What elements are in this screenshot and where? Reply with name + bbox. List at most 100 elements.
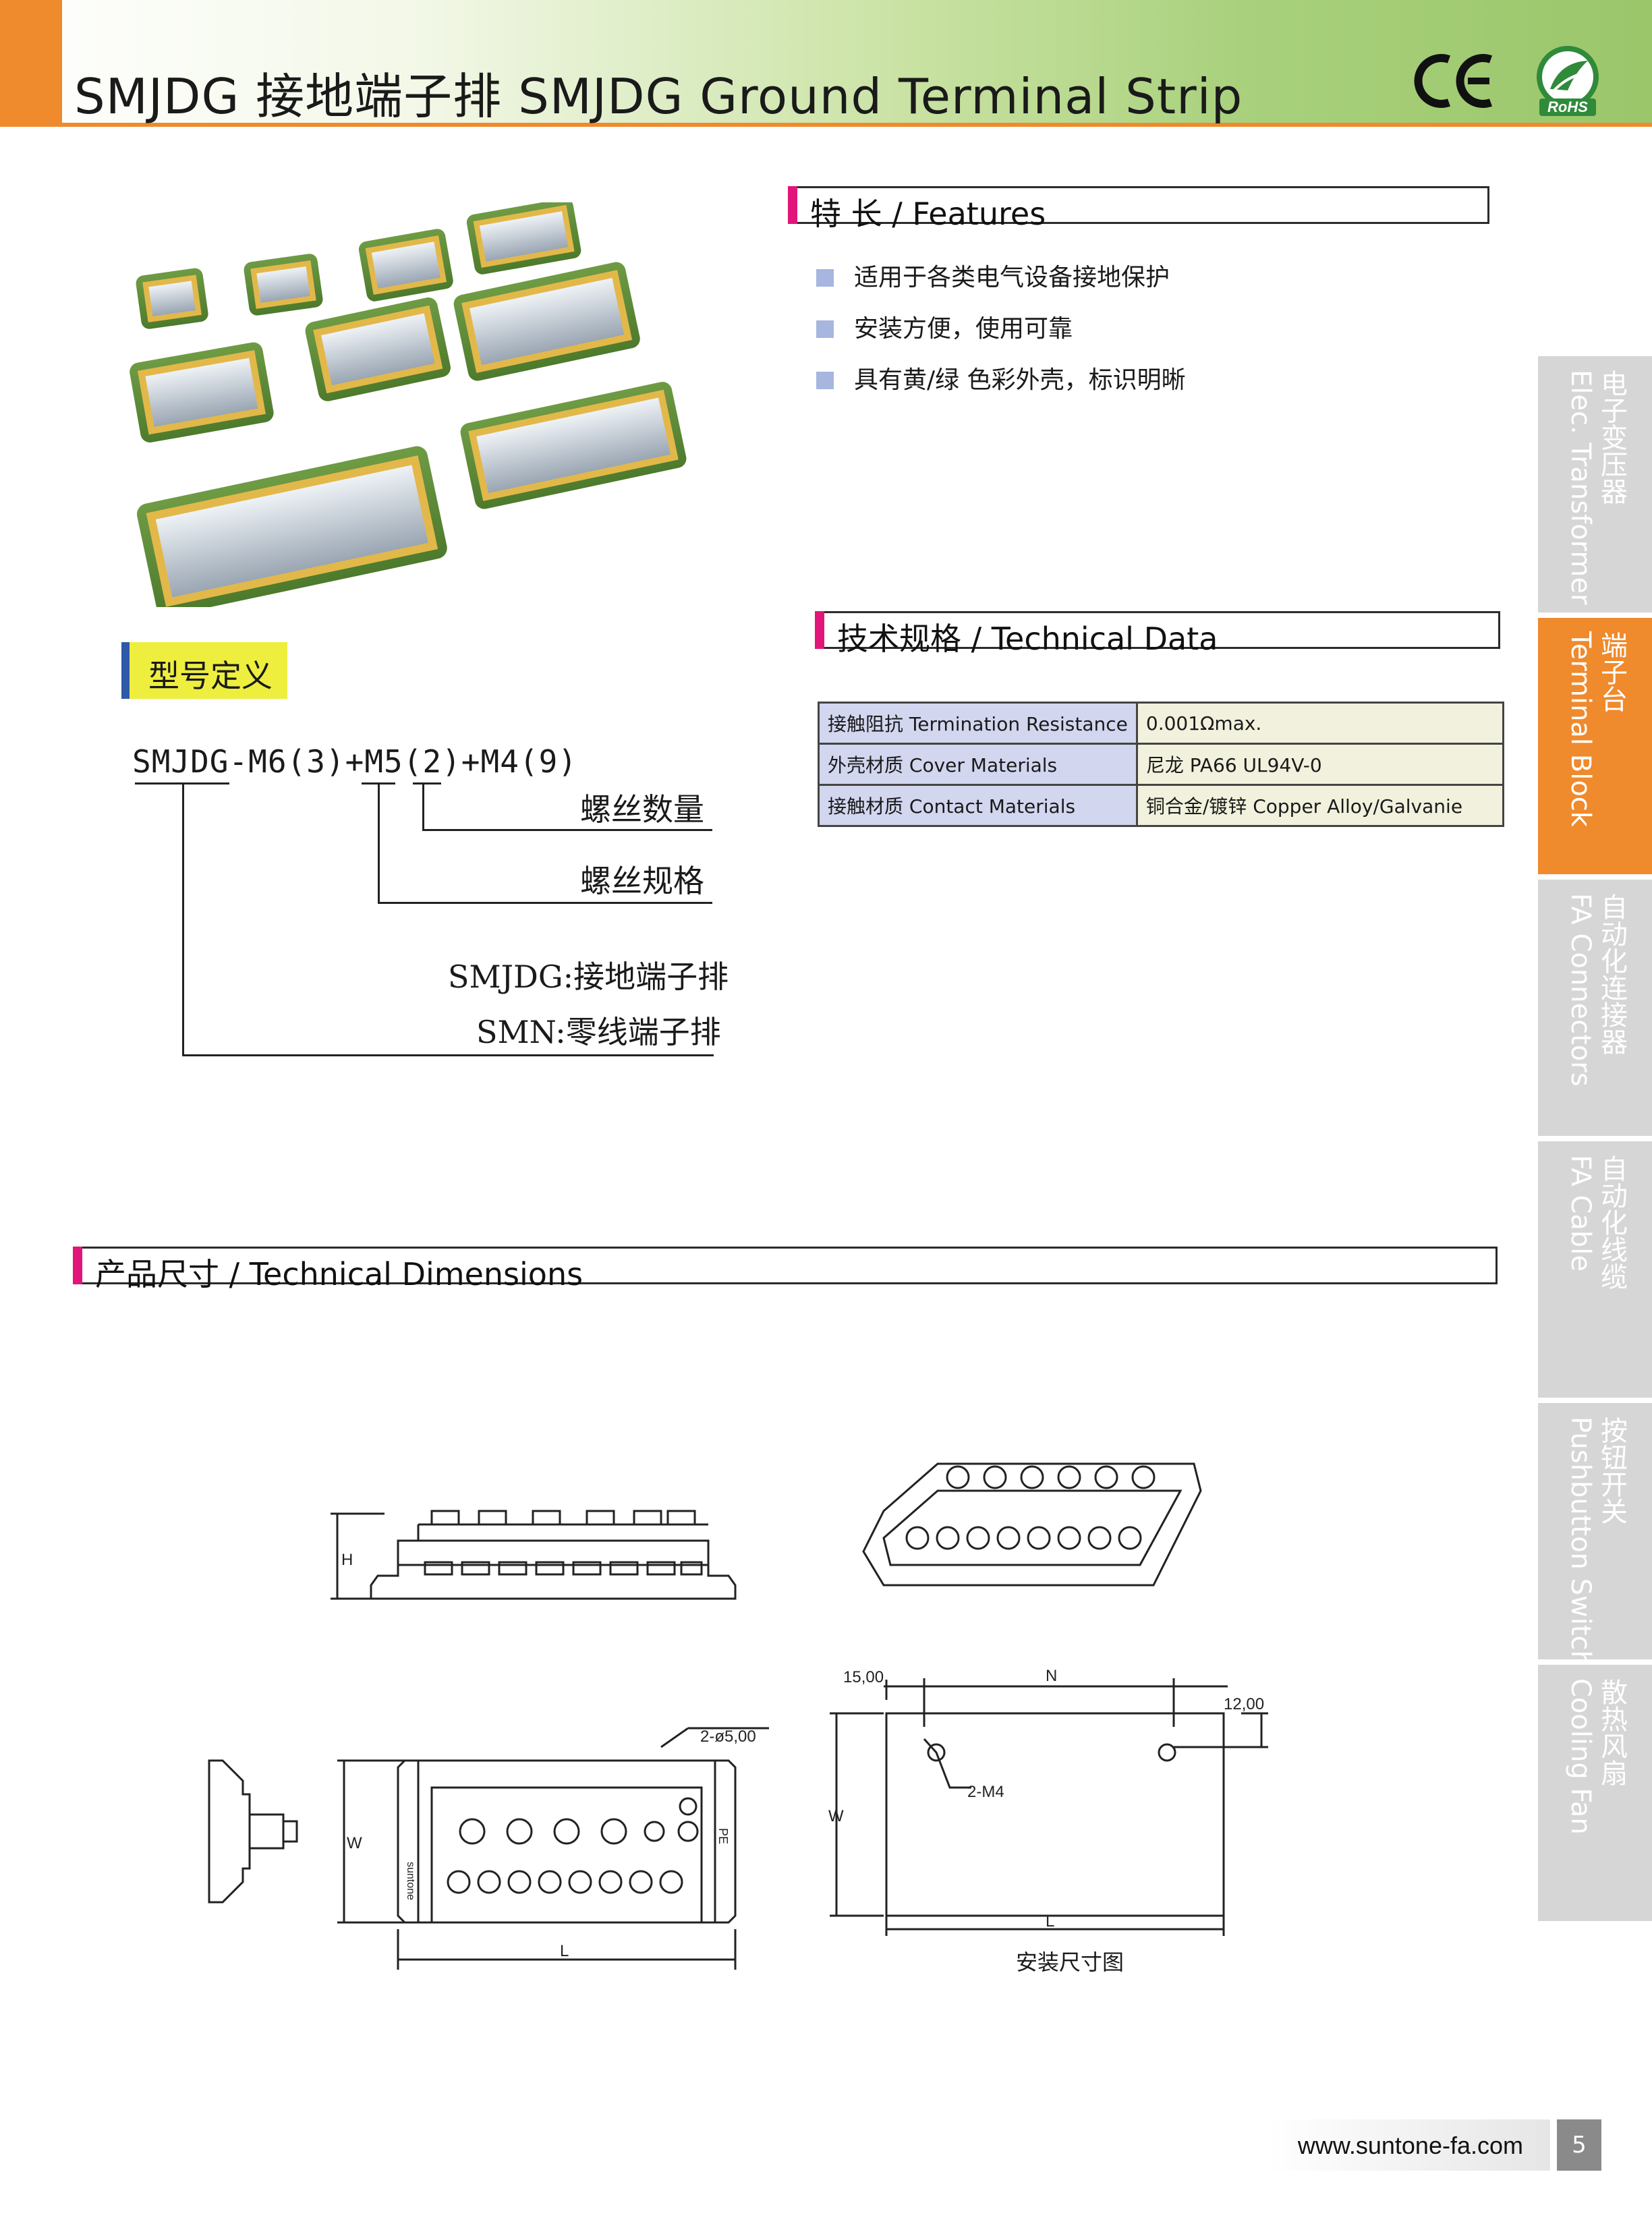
dim-15-label: 15,00 [843,1668,884,1686]
pe-mark: PE [716,1828,730,1844]
leader-line-spec-h [378,902,712,904]
leader-line-qty-h [422,829,712,831]
header-accent-block [0,0,62,127]
smjdg-label: SMJDG:接地端子排 [448,959,729,995]
tab-en-label: Pushbutton Switch [1565,1417,1596,1667]
screw-quantity-label: 螺丝数量 [580,791,704,828]
features-heading: 特 长 / Features [788,186,1489,232]
tab-en-label: FA Connectors [1565,893,1596,1087]
product-photo [121,198,729,617]
footer-url-text[interactable]: www.suntone-fa.com [1297,2132,1523,2159]
leader-line-qty-v [422,782,424,831]
table-value: 尼龙 PA66 UL94V-0 [1135,743,1505,786]
mount-length-label: L [1046,1912,1054,1931]
page-title: SMJDG 接地端子排 SMJDG Ground Terminal Strip [74,68,1243,125]
feature-text: 具有黄/绿 色彩外壳，标识明晰 [854,366,1186,394]
height-label: H [341,1551,353,1569]
tab-cn-label: 端子台 [1596,631,1627,712]
dimensions-heading-text: 产品尺寸 / Technical Dimensions [95,1256,583,1292]
rohs-logo-icon: RoHS [1526,42,1610,119]
table-key: 接触材质 Contact Materials [818,784,1138,827]
table-value: 铜合金/镀锌 Copper Alloy/Galvanie [1135,784,1505,827]
ce-mark-icon [1410,47,1498,115]
strip-2 [244,254,323,316]
mounting-caption: 安装尺寸图 [1016,1949,1124,1975]
hole-note: 2-ø5,00 [700,1728,756,1746]
dimensions-heading: 产品尺寸 / Technical Dimensions [73,1247,1498,1292]
section-bar [788,186,797,224]
technical-data-heading: 技术规格 / Technical Data [815,611,1500,657]
tab-en-label: Cooling Fan [1565,1678,1596,1835]
strip-4 [466,198,581,275]
badge-bar [121,642,130,699]
tab-en-label: Terminal Block [1565,631,1596,827]
isometric-drawing [857,1450,1207,1599]
strip-8 [460,382,687,509]
dim-n-label: N [1046,1667,1057,1685]
length-label: L [560,1942,569,1960]
strip-1 [136,268,208,329]
model-definition-badge: 型号定义 [121,642,287,699]
footer-url[interactable]: www.suntone-fa.com [1267,2119,1550,2171]
section-bar [73,1247,82,1284]
tab-cn-label: 自动化线缆 [1596,1155,1627,1290]
rohs-text: RoHS [1547,98,1588,115]
model-definition-label: 型号定义 [148,658,273,694]
page-header [0,0,1652,127]
top-view-drawing: W L 2-ø5,00 suntone PE [337,1727,796,1983]
mount-width-label: W [828,1807,844,1825]
strip-3 [358,229,453,302]
header-rule [0,123,1652,127]
leader-line-spec-v [378,782,380,904]
bullet-square-icon [816,320,834,338]
screw-spec-label: 螺丝规格 [580,863,704,899]
feature-text: 安装方便，使用可靠 [854,315,1073,343]
end-view-drawing [202,1754,310,1909]
dim-12-label: 12,00 [1224,1695,1264,1713]
tab-en-label: FA Cable [1565,1155,1596,1272]
technical-data-heading-text: 技术规格 / Technical Data [837,621,1218,657]
tab-en-label: Elec. Transformer [1565,370,1596,605]
screw-row-bottom [905,1526,1142,1550]
tab-cn-label: 自动化连接器 [1596,893,1627,1055]
page-number: 5 [1557,2119,1601,2171]
code-underline-qty [413,782,441,784]
tab-cn-label: 电子变压器 [1596,370,1627,505]
mounting-drawing: 15,00 N 12,00 W L 2-M4 [816,1659,1275,1943]
feature-item: 安装方便，使用可靠 [816,309,1073,344]
strip-6 [305,297,451,401]
bullet-square-icon [816,269,834,287]
leader-line-prefix-v [182,782,184,1056]
tab-cn-label: 散热风扇 [1596,1678,1627,1786]
feature-item: 具有黄/绿 色彩外壳，标识明晰 [816,360,1186,395]
table-key: 外壳材质 Cover Materials [818,743,1138,786]
table-value: 0.001Ωmax. [1135,702,1505,745]
smn-label: SMN:零线端子排 [476,1014,721,1050]
brand-mark: suntone [405,1862,416,1900]
tab-cn-label: 按钮开关 [1596,1417,1627,1524]
leader-line-prefix-h [182,1054,714,1056]
feature-text: 适用于各类电气设备接地保护 [854,264,1170,291]
strip-9 [136,446,447,617]
width-label: W [347,1834,362,1852]
features-heading-text: 特 长 / Features [810,196,1046,232]
feature-item: 适用于各类电气设备接地保护 [816,258,1170,293]
strip-5 [130,342,274,443]
bullet-square-icon [816,372,834,389]
strip-7 [453,262,640,381]
model-code: SMJDG-M6(3)+M5(2)+M4(9) [132,743,577,780]
section-bar [815,611,824,649]
table-key: 接触阻抗 Termination Resistance [818,702,1138,745]
screw-row-top [946,1465,1156,1489]
thread-note: 2-M4 [967,1783,1004,1801]
